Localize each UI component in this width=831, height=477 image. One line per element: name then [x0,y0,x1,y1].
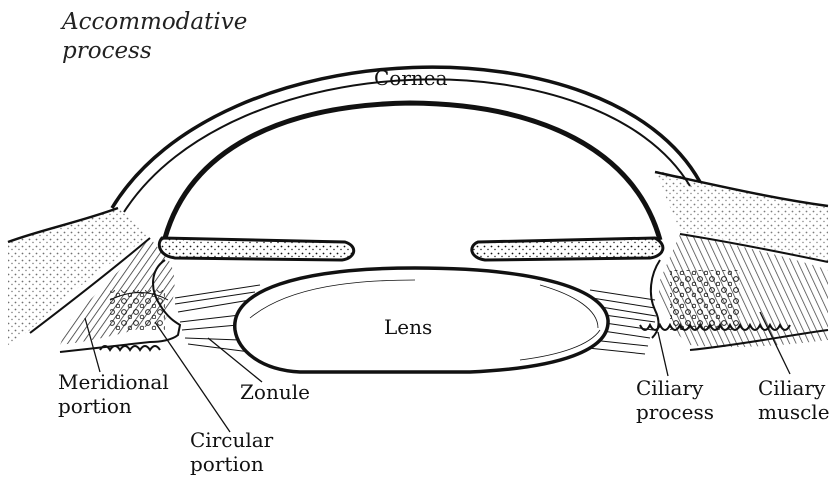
iris-left [159,238,353,260]
circular-line-1: Circular [190,428,273,452]
ciliary-process-line-2: process [636,400,714,424]
ciliary-muscle-label: Ciliary muscle [758,376,830,424]
diagram-title: Accommodative process [62,8,247,66]
ciliary-muscle-line-1: Ciliary [758,376,830,400]
ciliary-process-label: Ciliary process [636,376,714,424]
circular-portion-label: Circular portion [190,428,273,476]
cornea-label: Cornea [374,66,448,90]
ciliary-muscle-line-2: muscle [758,400,830,424]
ciliary-process-line-1: Ciliary [636,376,714,400]
title-line-2: process [62,37,247,66]
iris-right [472,238,663,260]
meridional-line-1: Meridional [58,370,169,394]
title-line-1: Accommodative [62,8,247,37]
circular-line-2: portion [190,452,273,476]
lens-label: Lens [384,315,432,339]
meridional-line-2: portion [58,394,169,418]
meridional-portion-label: Meridional portion [58,370,169,418]
cornea [112,67,700,240]
zonule-label: Zonule [240,380,310,404]
